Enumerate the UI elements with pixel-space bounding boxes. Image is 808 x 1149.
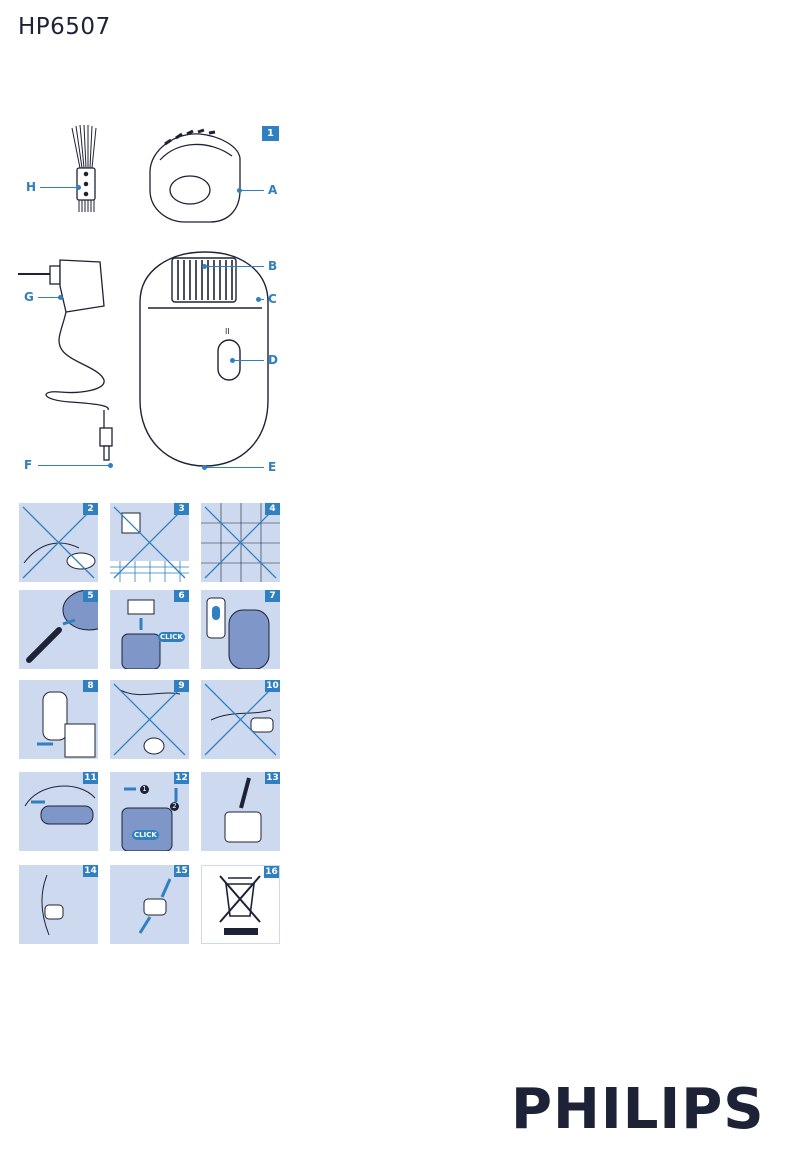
weee-bin-icon	[219, 875, 261, 935]
leader-dot-f	[108, 463, 113, 468]
step-panel-9: 9	[110, 680, 189, 759]
leader-dot-a	[237, 188, 242, 193]
step-number: 7	[265, 590, 280, 602]
step-number: 6	[174, 590, 189, 602]
step-number: 10	[265, 680, 280, 692]
leader-f	[38, 465, 110, 466]
leader-dot-b	[202, 264, 207, 269]
step-panel-14: 14	[19, 865, 98, 944]
model-number: HP6507	[18, 14, 111, 40]
figure-1-illustration: II	[18, 124, 269, 467]
step-panel-13: 13	[201, 772, 280, 851]
step-panel-16: 16	[201, 865, 280, 944]
click-callout: CLICK	[158, 632, 185, 642]
step-13-illustration	[224, 777, 262, 843]
adapter-drawing	[18, 259, 113, 461]
label-g: G	[24, 290, 34, 304]
step-panel-11: 11	[19, 772, 98, 851]
step-number: 9	[174, 680, 189, 692]
cleaning-brush-drawing	[71, 124, 97, 212]
step-number: 8	[83, 680, 98, 692]
label-h: H	[26, 180, 37, 194]
leader-g	[38, 297, 60, 298]
step-number: 13	[265, 772, 280, 784]
step-number: 11	[83, 772, 98, 784]
step-number: 2	[83, 503, 98, 515]
step-number: 12	[174, 772, 189, 784]
step-panel-12: 12 1 2 CLICK	[110, 772, 189, 851]
step-number: 16	[264, 866, 279, 878]
leader-h	[40, 187, 78, 188]
step-15-illustration	[138, 878, 172, 934]
step-panel-8: 8	[19, 680, 98, 759]
label-f: F	[24, 458, 33, 472]
step-panel-7: 7	[201, 590, 280, 669]
leader-dot-g	[58, 295, 63, 300]
label-e: E	[268, 460, 277, 474]
step-7-illustration	[206, 597, 270, 669]
label-b: B	[268, 259, 278, 273]
step-11-illustration	[24, 785, 96, 825]
step-panel-4: 4	[201, 503, 280, 582]
step-14-illustration	[41, 874, 64, 936]
step-marker-1: 1	[140, 785, 149, 794]
leader-a	[240, 190, 264, 191]
leader-e	[204, 467, 264, 468]
step-number: 3	[174, 503, 189, 515]
label-d: D	[268, 353, 278, 367]
step-number: 14	[83, 865, 98, 877]
philips-logo: PHILIPS	[511, 1077, 765, 1142]
step-panel-2: 2	[19, 503, 98, 582]
step-8-illustration	[37, 691, 96, 758]
leader-dot-h	[76, 185, 81, 190]
step-panel-10: 10	[201, 680, 280, 759]
step-panel-5: 5	[19, 590, 98, 669]
step-panel-3: 3	[110, 503, 189, 582]
epilator-drawing: II	[139, 251, 269, 467]
figure-1-badge: 1	[262, 126, 279, 141]
cap-drawing	[149, 128, 241, 223]
leader-dot-d	[230, 358, 235, 363]
step-marker-2: 2	[170, 802, 179, 811]
label-c: C	[268, 292, 277, 306]
leader-d	[232, 360, 264, 361]
label-a: A	[268, 183, 278, 197]
step-panel-6: 6 CLICK	[110, 590, 189, 669]
step-number: 5	[83, 590, 98, 602]
step-6-illustration	[121, 599, 161, 669]
leader-dot-c	[256, 297, 261, 302]
step-number: 15	[174, 865, 189, 877]
leader-dot-e	[202, 465, 207, 470]
leader-b	[204, 266, 264, 267]
step-number: 4	[265, 503, 280, 515]
step-12-illustration	[121, 787, 178, 851]
leader-c	[258, 299, 264, 300]
click-callout: CLICK	[132, 830, 159, 840]
svg-text:II: II	[225, 327, 230, 336]
step-panel-15: 15	[110, 865, 189, 944]
